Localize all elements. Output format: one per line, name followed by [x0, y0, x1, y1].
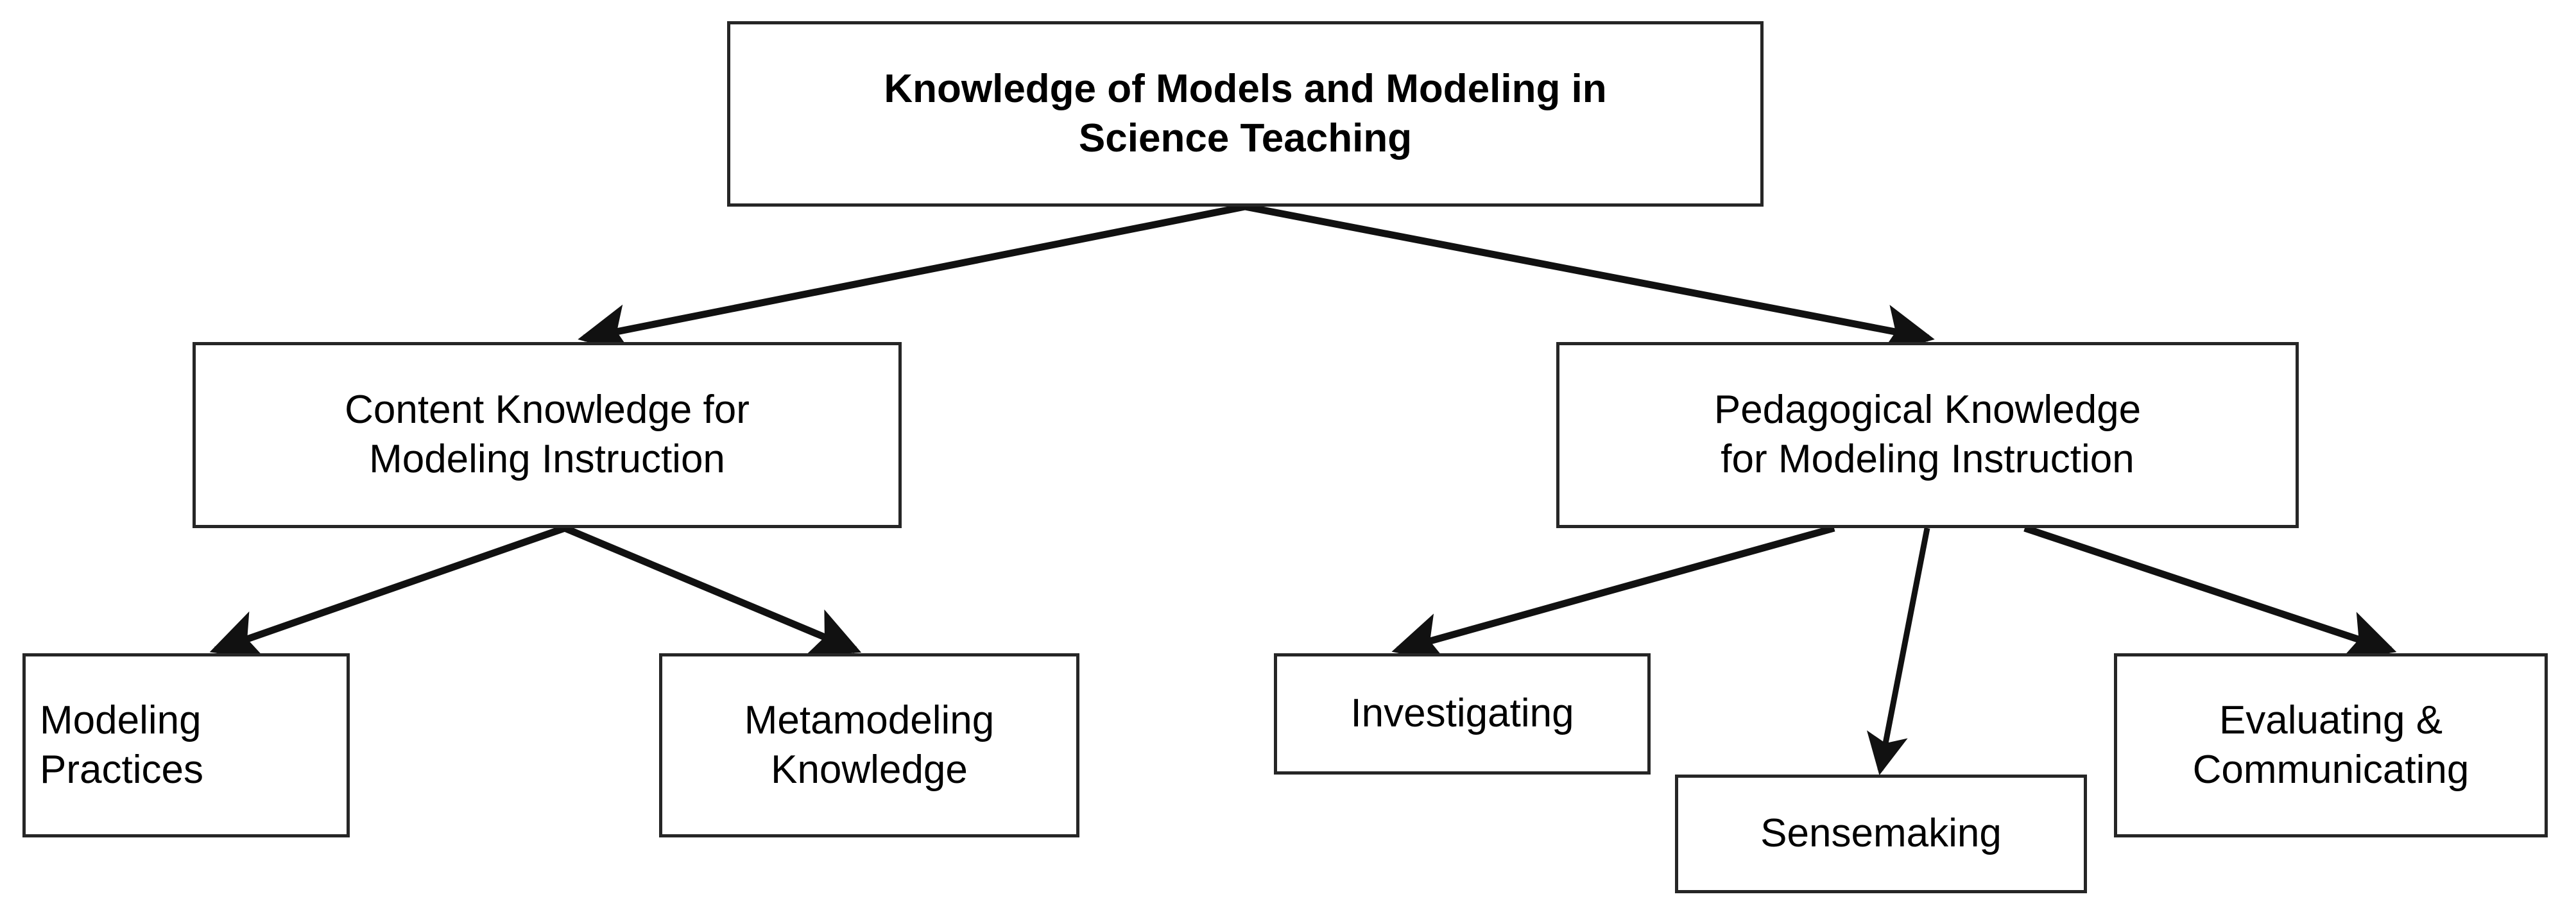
node-label: Content Knowledge for Modeling Instructi… [345, 388, 750, 481]
node-label: Sensemaking [1760, 811, 2002, 856]
node-modeling-practices[interactable]: Modeling Practices [22, 653, 350, 837]
node-label: Knowledge of Models and Modeling in Scie… [884, 66, 1607, 160]
edge-pedagogical-knowledge-to-sensemaking [1866, 527, 1930, 775]
edge-content-knowledge-to-metamodeling-knowledge [563, 524, 862, 656]
edge-root-to-content-knowledge [578, 203, 1246, 355]
edge-content-knowledge-to-modeling-practices [209, 524, 566, 660]
node-label: Modeling Practices [40, 698, 203, 792]
node-label: Metamodeling Knowledge [744, 698, 995, 792]
edge-root-to-pedagogical-knowledge [1244, 203, 1935, 355]
node-pedagogical-knowledge-for-modeling-instruction[interactable]: Pedagogical Knowledge for Modeling Instr… [1556, 342, 2299, 528]
node-label: Evaluating & Communicating [2192, 698, 2469, 792]
edge-pedagogical-knowledge-to-investigating [1391, 524, 1835, 663]
node-investigating[interactable]: Investigating [1274, 653, 1651, 775]
node-knowledge-of-models-and-modeling[interactable]: Knowledge of Models and Modeling in Scie… [727, 21, 1764, 207]
node-sensemaking[interactable]: Sensemaking [1675, 775, 2087, 893]
node-label: Investigating [1350, 691, 1574, 736]
node-metamodeling-knowledge[interactable]: Metamodeling Knowledge [659, 653, 1079, 837]
node-content-knowledge-for-modeling-instruction[interactable]: Content Knowledge for Modeling Instructi… [193, 342, 902, 528]
node-evaluating-and-communicating[interactable]: Evaluating & Communicating [2114, 653, 2548, 837]
edge-pedagogical-knowledge-to-evaluating-communicating [2023, 524, 2397, 660]
node-label: Pedagogical Knowledge for Modeling Instr… [1713, 388, 2142, 481]
